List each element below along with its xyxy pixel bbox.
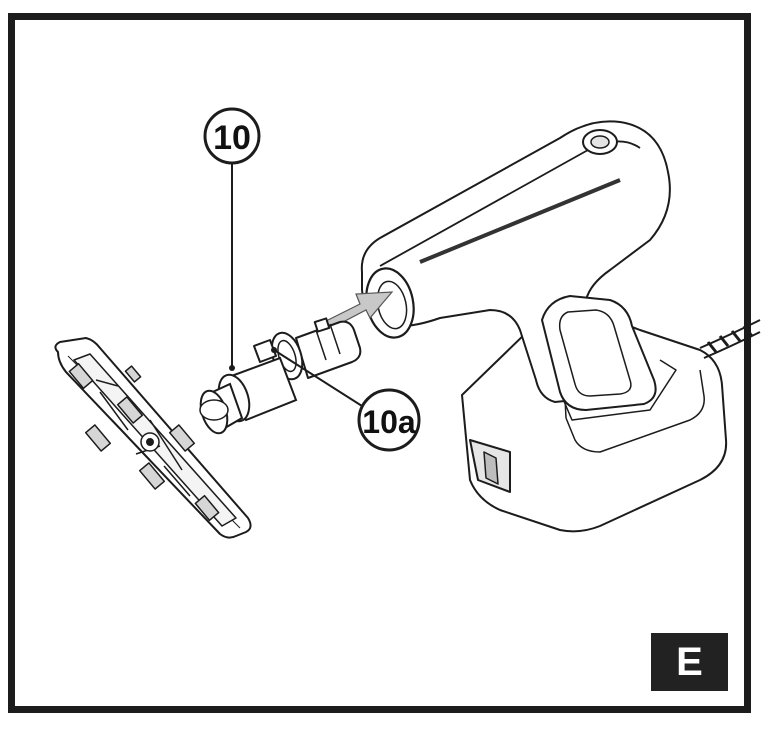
neck-tube	[199, 356, 298, 435]
brush-pad	[54, 337, 252, 539]
callout-10: 10	[203, 107, 261, 371]
callout-10a: 10a	[271, 347, 421, 452]
release-latch	[253, 339, 277, 363]
callout-10-label: 10	[213, 119, 251, 157]
power-cord	[699, 319, 761, 359]
connector-adapter	[253, 317, 362, 381]
panel-label-badge: E	[651, 633, 728, 691]
callout-10a-label: 10a	[362, 404, 416, 440]
figure-frame	[8, 13, 751, 713]
bristle-blocks	[68, 362, 220, 522]
handheld-unit	[360, 120, 728, 533]
